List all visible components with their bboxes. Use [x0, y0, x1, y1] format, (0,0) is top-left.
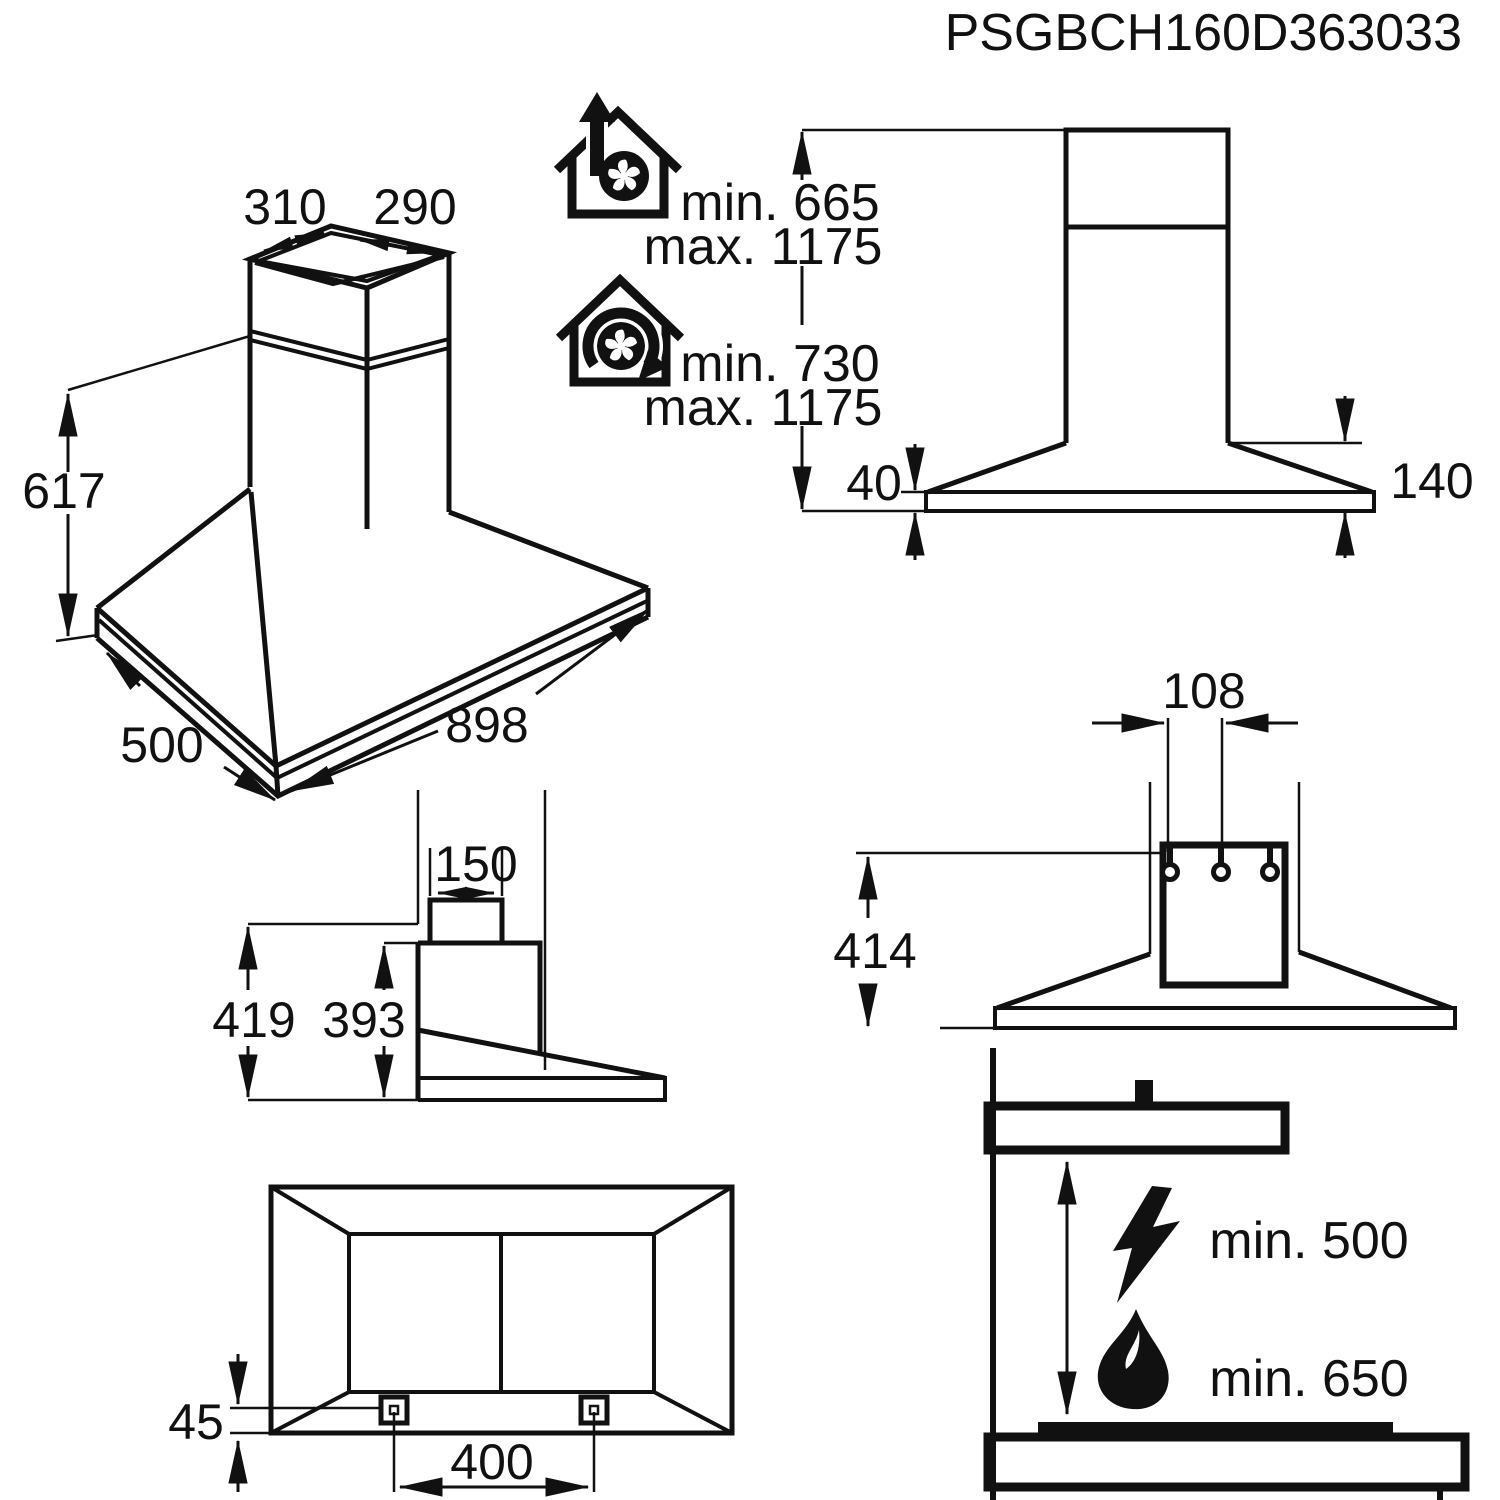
dim-chimney-top-depth: 290 — [373, 179, 456, 235]
dim-height-with-collar: 419 — [212, 992, 295, 1048]
label-recirculation-max: max. 1175 — [644, 379, 883, 437]
dim-keyhole-spacing: 108 — [1162, 663, 1245, 719]
hood-base-section — [983, 1101, 1290, 1155]
mounting-bracket-view: 108 414 — [833, 663, 1457, 1030]
house-exhaust-icon — [553, 92, 683, 219]
base-plate-front — [924, 490, 1376, 513]
label-electric-clearance: min. 500 — [1209, 1212, 1408, 1270]
chimney-front — [1063, 127, 1231, 443]
dim-hood-width: 898 — [445, 697, 528, 753]
counter — [983, 1432, 1470, 1492]
clearance-view: min. 500 min. 650 — [983, 1048, 1470, 1500]
base-plate-side — [418, 1076, 667, 1102]
mounting-bracket — [1159, 841, 1289, 989]
canopy-front — [927, 440, 1373, 495]
label-gas-clearance: min. 650 — [1209, 1350, 1408, 1408]
dim-hood-depth: 500 — [120, 717, 203, 773]
label-exhaust-min: min. 665 — [680, 174, 879, 232]
label-recirculation-min: min. 730 — [680, 335, 879, 393]
duct-collar — [427, 897, 505, 943]
dim-height-to-chimney: 617 — [22, 463, 105, 519]
canopy-bracket-view — [996, 949, 1452, 1011]
electric-hob-icon — [1113, 1186, 1180, 1303]
hood-body-side — [418, 940, 543, 1052]
figure-code: PSGBCH160D363033 — [945, 4, 1462, 62]
dim-chimney-top-width: 310 — [243, 179, 326, 235]
side-view: 150 419 393 — [212, 790, 667, 1102]
keyhole-slots — [1160, 848, 1280, 882]
dim-mount-edge-offset: 45 — [168, 1394, 224, 1450]
gas-hob-icon — [1097, 1309, 1169, 1410]
label-exhaust-max: max. 1175 — [644, 218, 883, 276]
front-view: 40 140 — [802, 127, 1474, 560]
dim-body-height: 393 — [322, 992, 405, 1048]
perspective-view: 310 290 617 898 500 — [22, 179, 651, 802]
bottom-view: 400 45 — [168, 1184, 735, 1497]
hood-outline-bottom — [268, 1184, 735, 1436]
dim-duct-collar-width: 150 — [434, 836, 517, 892]
dim-base-plate-height: 40 — [846, 455, 902, 511]
installation-height-legend: min. 665 max. 1175 min. 730 max. 1175 — [553, 92, 883, 511]
house-recirculation-icon — [555, 273, 685, 387]
dim-canopy-height: 140 — [1390, 453, 1473, 509]
dim-bracket-height: 414 — [833, 923, 916, 979]
dim-mount-hole-spacing: 400 — [450, 1434, 533, 1490]
